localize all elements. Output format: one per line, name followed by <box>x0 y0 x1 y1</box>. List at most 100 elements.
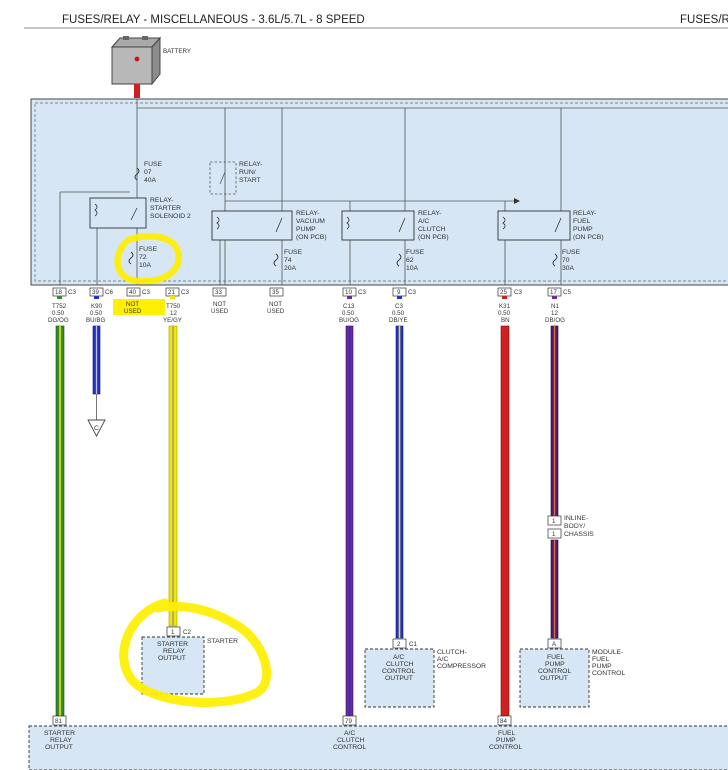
svg-text:C1: C1 <box>409 641 417 648</box>
svg-text:K31: K31 <box>499 303 511 310</box>
fuse-62-label: FUSE <box>406 249 425 256</box>
svg-text:A/C: A/C <box>437 656 448 663</box>
svg-text:BODY/: BODY/ <box>564 523 585 530</box>
svg-text:C3: C3 <box>68 289 76 296</box>
starter-module-label: STARTER <box>157 641 188 648</box>
svg-text:81: 81 <box>55 718 62 725</box>
svg-text:CONTROL: CONTROL <box>538 668 571 675</box>
wire-k90 <box>92 325 101 420</box>
fuse-70-icon <box>552 253 558 267</box>
clutch-module-pin <box>392 638 407 649</box>
svg-text:CONTROL: CONTROL <box>382 668 415 675</box>
battery-cable <box>134 84 140 98</box>
relay-starter-label: RELAY- <box>150 197 173 204</box>
pin-35: 35 NOT USED <box>267 287 285 315</box>
internal-wiring <box>59 99 728 285</box>
svg-text:PUMP: PUMP <box>592 663 612 670</box>
svg-text:CONTROL: CONTROL <box>489 744 522 751</box>
svg-text:PUMP: PUMP <box>496 737 516 744</box>
svg-text:CLUTCH: CLUTCH <box>386 661 414 668</box>
relay-fuel-pump <box>497 210 571 241</box>
svg-text:1: 1 <box>552 531 556 538</box>
fuse-72-icon <box>128 251 134 265</box>
wire-t752 <box>55 325 65 717</box>
svg-text:0.50: 0.50 <box>52 310 65 317</box>
svg-text:C2: C2 <box>183 629 191 636</box>
highlight-fuse-72-circle <box>114 233 182 285</box>
svg-text:OUTPUT: OUTPUT <box>158 655 186 662</box>
battery-icon <box>110 36 162 86</box>
fuel-module-name: MODULE- <box>592 649 623 656</box>
fuse-74-icon <box>273 253 279 267</box>
fuel-module-pin <box>547 638 562 649</box>
svg-text:T752: T752 <box>52 303 67 310</box>
fuse-relay-panel <box>30 98 728 286</box>
svg-text:21: 21 <box>168 289 175 296</box>
svg-text:DB/OG: DB/OG <box>545 317 565 324</box>
svg-text:OUTPUT: OUTPUT <box>45 744 73 751</box>
svg-text:CONTROL: CONTROL <box>333 744 366 751</box>
relay-vacuum-pump <box>211 210 293 241</box>
svg-text:DG/OG: DG/OG <box>48 317 69 324</box>
highlight-starter-module-circle <box>119 598 272 707</box>
svg-text:C3: C3 <box>408 289 416 296</box>
battery-label: BATTERY <box>163 48 191 55</box>
svg-text:07: 07 <box>144 169 152 176</box>
starter-module-pin <box>166 626 181 637</box>
wire-c3 <box>395 325 404 639</box>
svg-text:18: 18 <box>55 289 62 296</box>
bottom-pin-84: 84 FUEL PUMP CONTROL <box>489 715 522 751</box>
svg-text:1: 1 <box>171 629 175 636</box>
svg-text:9: 9 <box>397 289 401 296</box>
starter-relay-output-module <box>141 636 205 695</box>
svg-text:30A: 30A <box>562 265 575 272</box>
svg-text:2: 2 <box>397 641 401 648</box>
starter-module-name: STARTER <box>207 638 238 645</box>
svg-text:C13: C13 <box>343 303 355 310</box>
svg-text:(ON PCB): (ON PCB) <box>573 234 604 241</box>
svg-text:12: 12 <box>170 310 177 317</box>
svg-text:NOT: NOT <box>126 301 139 308</box>
svg-text:PUMP: PUMP <box>573 226 593 233</box>
fuse-74-label: FUSE <box>284 249 303 256</box>
svg-text:NOT: NOT <box>269 301 282 308</box>
wire-k31 <box>500 325 510 717</box>
svg-text:25: 25 <box>500 289 507 296</box>
pin-25: 25 C3 K31 0.50 BN <box>497 287 522 324</box>
pin-18: 18 C3 T752 0.50 DG/OG <box>48 287 76 324</box>
svg-text:40A: 40A <box>144 177 157 184</box>
svg-text:YE/GY: YE/GY <box>163 317 182 324</box>
svg-text:10A: 10A <box>406 265 419 272</box>
svg-text:USED: USED <box>211 308 229 315</box>
svg-text:A/C: A/C <box>418 218 429 225</box>
ground-icon <box>87 419 106 437</box>
fuse-07-icon <box>134 167 140 181</box>
svg-text:RUN/: RUN/ <box>239 169 256 176</box>
svg-text:COMPRESSOR: COMPRESSOR <box>437 663 486 670</box>
svg-text:C3: C3 <box>514 289 522 296</box>
fuel-pump-output-module <box>519 648 590 708</box>
svg-text:RELAY: RELAY <box>163 648 185 655</box>
ac-clutch-output-module <box>364 648 435 708</box>
relay-ac-clutch <box>341 210 415 241</box>
fuel-module-label: FUEL <box>547 654 565 661</box>
svg-text:0.50: 0.50 <box>90 310 103 317</box>
pin-17: 17 C5 N1 12 DB/OG <box>545 287 571 324</box>
fuse-72-label: FUSE <box>139 246 158 253</box>
fuse-07-label: FUSE <box>144 161 163 168</box>
svg-text:START: START <box>239 177 261 184</box>
svg-text:62: 62 <box>406 257 414 264</box>
svg-text:17: 17 <box>550 289 557 296</box>
svg-text:CHASSIS: CHASSIS <box>564 531 594 538</box>
svg-text:(ON PCB): (ON PCB) <box>296 234 327 241</box>
fuse-62-icon <box>396 253 402 267</box>
svg-text:C3: C3 <box>395 303 403 310</box>
svg-text:FUEL: FUEL <box>573 218 591 225</box>
svg-text:N1: N1 <box>551 303 559 310</box>
svg-text:OUTPUT: OUTPUT <box>540 675 568 682</box>
bottom-pin-79: 79 A/C CLUTCH CONTROL <box>333 715 366 751</box>
svg-text:USED: USED <box>124 308 142 315</box>
svg-text:NOT: NOT <box>213 301 226 308</box>
svg-text:A: A <box>552 641 557 648</box>
svg-text:CLUTCH: CLUTCH <box>418 226 446 233</box>
